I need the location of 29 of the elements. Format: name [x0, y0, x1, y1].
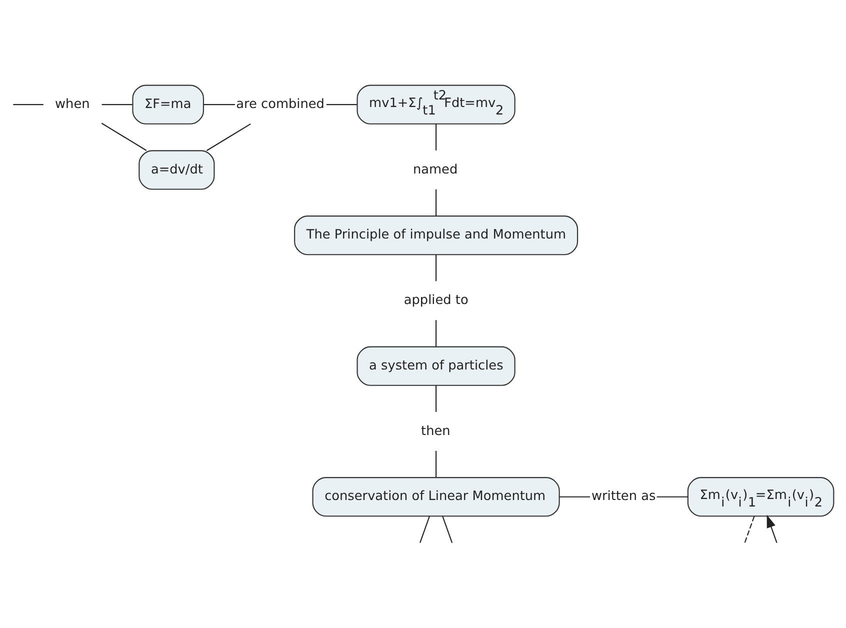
connector: [442, 516, 453, 542]
connector: [744, 516, 755, 542]
node-text: applied to: [404, 292, 468, 308]
connector: [436, 254, 437, 281]
connector: [436, 188, 437, 216]
connector: [560, 496, 590, 497]
connector: [436, 450, 437, 477]
connector: [206, 122, 251, 151]
connector: [436, 384, 437, 412]
node-box: a system of particles: [356, 346, 516, 386]
connector: [436, 123, 437, 150]
connector: [656, 496, 688, 497]
node-box: a=dv/dt: [138, 150, 215, 190]
node-text: written as: [591, 488, 656, 504]
node-text: named: [413, 162, 458, 177]
connector: [13, 104, 44, 105]
connector: [436, 320, 437, 346]
connector: [102, 104, 132, 105]
connector: [326, 104, 357, 105]
arrow: [766, 514, 778, 542]
node-box: The Principle of impulse and Momentum: [294, 215, 578, 255]
connector: [204, 104, 235, 105]
connector: [420, 516, 430, 542]
node-text: are combined: [236, 96, 324, 112]
node-box: ΣF=ma: [132, 84, 204, 124]
node-text: then: [421, 423, 450, 438]
node-text: when: [55, 96, 90, 112]
node-box: conservation of Linear Momentum: [312, 476, 560, 516]
connector: [101, 122, 147, 150]
